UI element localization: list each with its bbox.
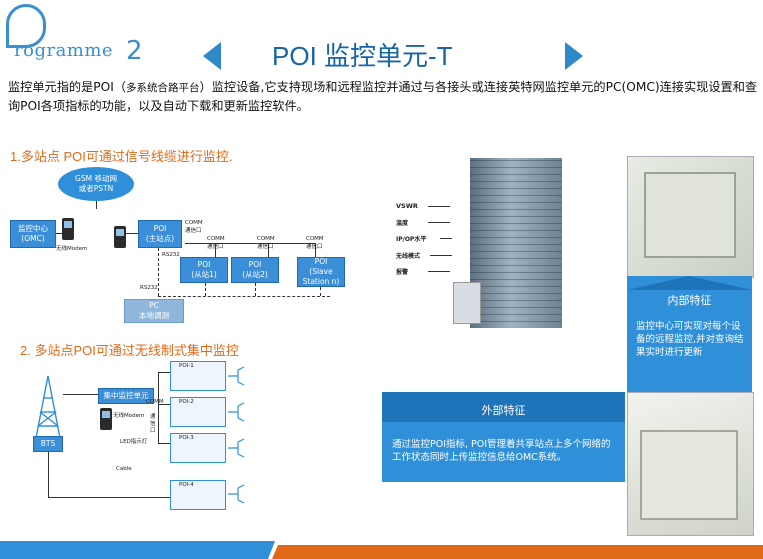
poi-main-box: POI (主站点) (138, 220, 182, 248)
bts-box: BTS (33, 436, 63, 452)
port-label-2: 通信口 (150, 414, 156, 434)
poi-slaven-box: POI (Slave Station n) (297, 257, 345, 287)
cable-label: Cable (116, 466, 132, 472)
external-title-bar (382, 392, 625, 422)
comm-label-sn: COMM 通信口 (306, 236, 324, 250)
poi-label-3: POI-3 (179, 435, 194, 441)
gsm-cloud-label: GSM 移动网 或者PSTN (75, 174, 117, 193)
external-text: 通过监控POI指标, POI管理着共享站点上多个网络的工作状态同时上传监控信息给… (392, 439, 611, 463)
comm-port-label: COMM 通信口 (185, 220, 203, 234)
rs232-label-a: RS232 (162, 252, 180, 258)
section1-heading: 1.多站点 POI可通过信号线缆进行监控. (10, 149, 233, 164)
page-title: POI 监控单元-T (272, 41, 453, 71)
modem-label-1: 无线Modem (56, 246, 88, 252)
poi-label-4: POI-4 (179, 482, 194, 488)
building-windows (470, 158, 562, 328)
internal-feature-panel (627, 276, 752, 392)
building-label-mode: 无线模式 (396, 253, 421, 260)
building-label-level: IP/OP水平 (396, 236, 427, 243)
poi-label-1: POI-1 (179, 363, 194, 369)
poi-unit-1: POI-1 (170, 361, 226, 391)
intro-paragraph: 监控单元指的是POI（多系统合路平台）监控设备,它支持现场和远程监控并通过与各接… (8, 78, 758, 115)
intro-part1-small: 多系统合路平台 (126, 82, 200, 94)
building-label-temp: 温度 (396, 220, 409, 227)
next-arrow-icon[interactable] (565, 42, 583, 70)
section2-heading: 2. 多站点POI可通过无线制式集中监控 (20, 343, 239, 358)
comm-label-s1: COMM 通信口 (207, 236, 225, 250)
tower-icon (35, 375, 61, 439)
internal-arrow-shape (627, 276, 752, 290)
gsm-cloud: GSM 移动网 或者PSTN (58, 167, 134, 201)
rs232-label-b: RS232 (140, 285, 158, 291)
intro-part2: ）监控设备,它支持现场和远程监控并通过与各接头或连接英特网监控单元的PC(OMC… (8, 80, 758, 113)
logo-number: 2 (126, 36, 143, 66)
poi-label-2: POI-2 (179, 399, 194, 405)
prev-arrow-icon[interactable] (203, 42, 221, 70)
poi-slave1-box: POI (从站1) (180, 257, 228, 283)
footer-band (0, 541, 763, 559)
building-label-alarm: 报警 (396, 269, 409, 276)
building-image (470, 158, 562, 328)
comm-label-s2: COMM 通信口 (257, 236, 275, 250)
omc-box: 监控中心 (OMC) (10, 220, 56, 248)
phone-icon (100, 408, 112, 430)
logo-text: rogramme (14, 40, 114, 61)
phone-icon (62, 218, 74, 240)
phone-icon (114, 226, 126, 248)
equipment-rack-image (453, 282, 481, 324)
comm-label-2: COMM (146, 399, 164, 405)
poi-unit-4: POI-4 (170, 480, 226, 510)
logo-p-shape (6, 4, 46, 48)
center-monitor-box: 集中监控单元 (98, 388, 154, 404)
external-title: 外部特征 (481, 404, 526, 417)
internal-text: 监控中心可实现对每个设备的远程监控,并对查询结果实时进行更新 (636, 321, 744, 358)
intro-part1: 监控单元指的是POI（ (8, 80, 127, 94)
device-front-panel (640, 430, 738, 520)
led-label: LED指示灯 (120, 439, 148, 445)
building-label-vswr: VSWR (396, 202, 418, 210)
pc-local-box: PC 本地调测 (124, 299, 184, 323)
modem-label-2: 无线Modem (113, 413, 145, 419)
antenna-icons (228, 366, 245, 504)
device-enclosure (644, 172, 736, 258)
poi-unit-3: POI-3 (170, 433, 226, 463)
poi-slave2-box: POI (从站2) (231, 257, 279, 283)
poi-unit-2: POI-2 (170, 397, 226, 427)
internal-title: 内部特征 (667, 294, 712, 307)
